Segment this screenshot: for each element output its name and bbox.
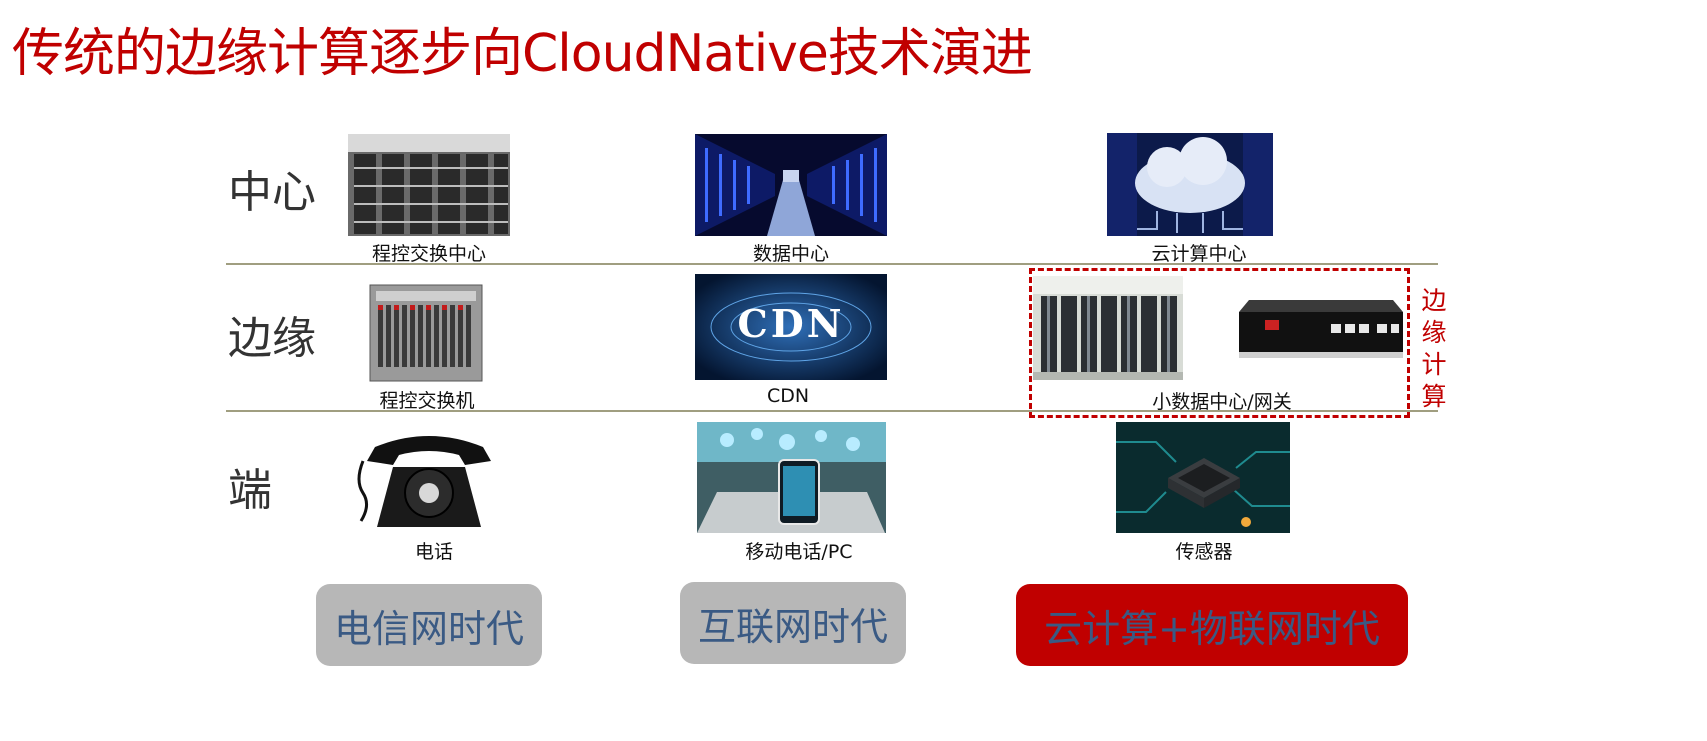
row-divider-top (226, 263, 1438, 265)
era-cloud-iot-badge: 云计算+物联网时代 (1016, 584, 1408, 666)
edge-computing-label: 边缘计算 (1421, 286, 1447, 411)
caption-sensor: 传感器 (1175, 541, 1233, 563)
gateway-image (1237, 290, 1405, 362)
data-center-image (695, 134, 887, 236)
exchange-machine-image (366, 283, 490, 385)
row-label-center: 中心 (228, 167, 316, 218)
caption-cloud-center: 云计算中心 (1151, 243, 1247, 265)
era-internet-badge: 互联网时代 (680, 582, 906, 664)
caption-mobile-pc: 移动电话/PC (745, 541, 853, 563)
caption-exchange-center: 程控交换中心 (371, 243, 486, 265)
caption-phone: 电话 (414, 541, 453, 563)
mobile-pc-image (697, 422, 886, 533)
row-label-end: 端 (228, 465, 272, 516)
cloud-center-image (1107, 133, 1273, 236)
small-data-center-image (1033, 276, 1183, 380)
caption-small-data-center: 小数据中心/网关 (1152, 391, 1292, 413)
edge-computing-box (1029, 268, 1410, 418)
era-telecom-badge: 电信网时代 (316, 584, 542, 666)
page-title: 传统的边缘计算逐步向CloudNative技术演进 (12, 24, 1033, 84)
row-label-edge: 边缘 (228, 313, 316, 364)
caption-data-center: 数据中心 (752, 243, 829, 265)
sensor-image (1116, 422, 1290, 533)
caption-exchange-machine: 程控交换机 (379, 390, 475, 412)
telephone-image (353, 431, 505, 533)
exchange-center-image (348, 134, 510, 236)
cdn-image (695, 274, 887, 380)
caption-cdn: CDN (766, 385, 810, 407)
cdn-image-text: CDN (737, 301, 845, 346)
row-divider-bottom (226, 410, 1438, 412)
